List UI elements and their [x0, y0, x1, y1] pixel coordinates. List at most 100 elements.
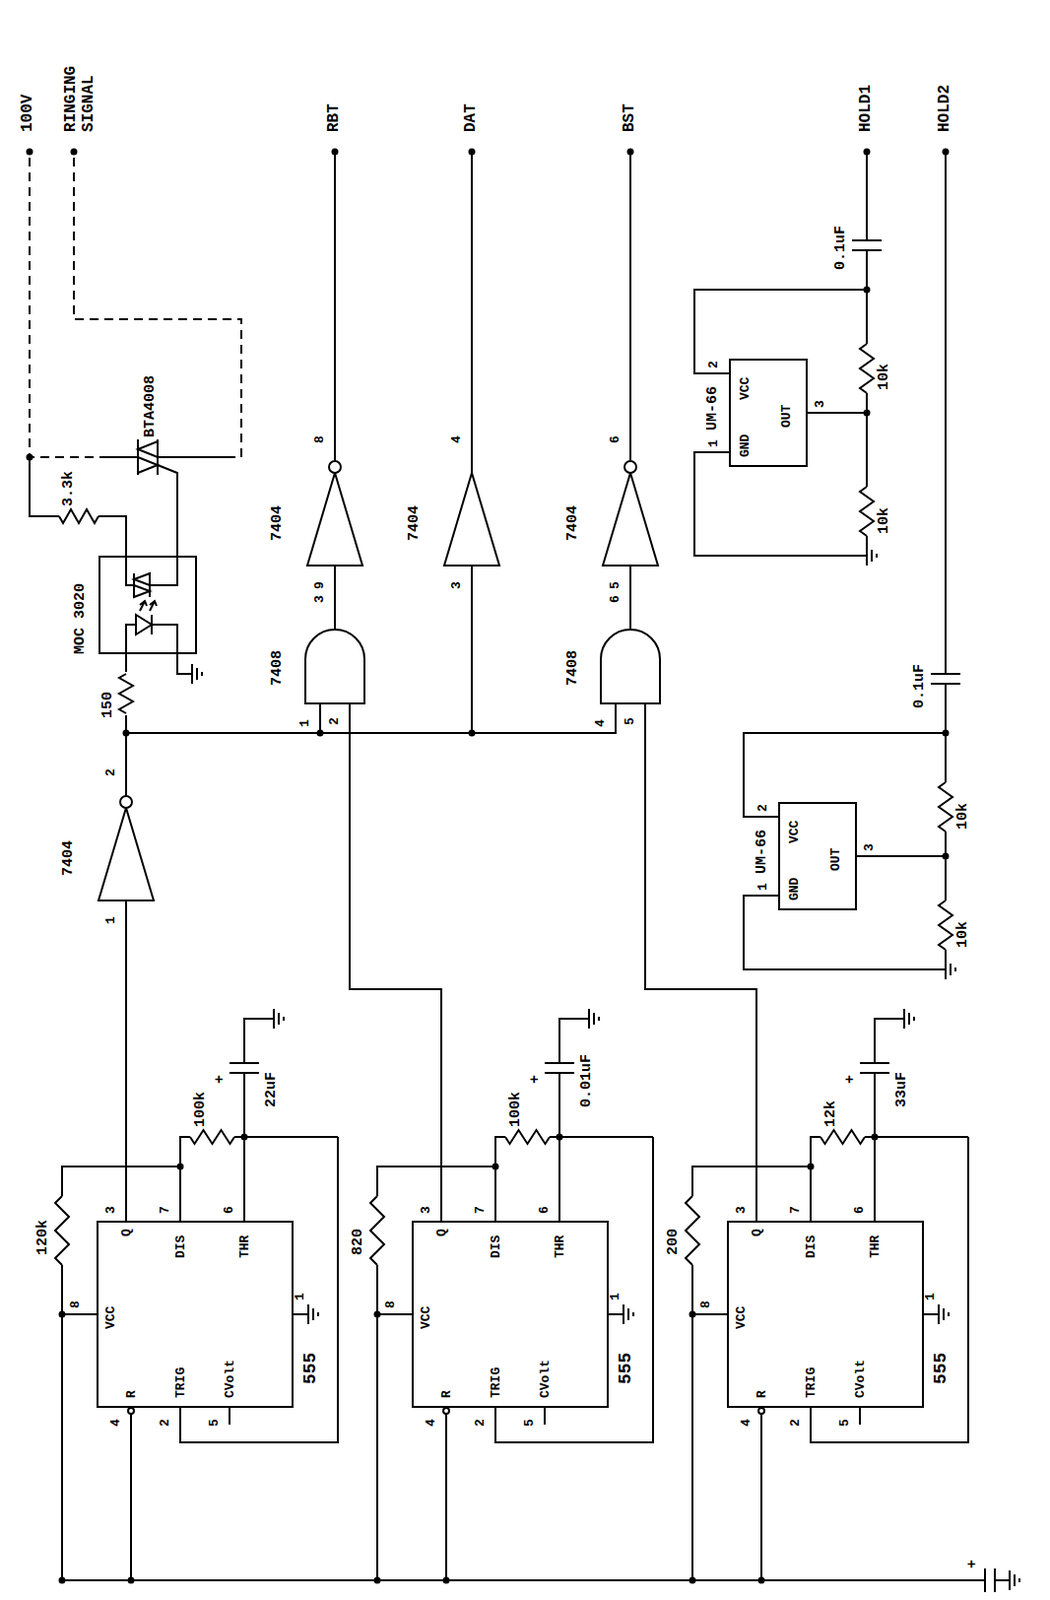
signal-name: DAT: [462, 103, 481, 132]
inversion-bubble: [328, 460, 341, 473]
wire: [994, 1578, 1010, 1581]
part-label: 7408: [269, 650, 287, 686]
resistor-symbol: [55, 1195, 69, 1265]
junction-dot: [26, 148, 34, 156]
signal-wire: [126, 713, 616, 783]
pin-name: R: [755, 1389, 770, 1398]
wire: [856, 854, 946, 857]
signal-wire: [176, 486, 179, 556]
pin-number: 4: [109, 1418, 124, 1427]
symbol-line: [139, 600, 147, 611]
wire: [930, 682, 961, 685]
symbol-line: [149, 555, 178, 586]
component-value: +: [965, 1559, 983, 1569]
junction-dot: [863, 148, 871, 156]
pin-number: 7: [158, 1205, 173, 1214]
pin-name: CVolt: [223, 1359, 238, 1398]
component-value: 33uF: [894, 1071, 912, 1108]
signal-name: RINGING SIGNAL: [63, 49, 98, 132]
wire: [282, 1016, 285, 1021]
pin-number: 4: [450, 435, 464, 444]
pin-number: 2: [158, 1418, 173, 1427]
resistor-symbol: [859, 486, 874, 536]
wire: [944, 831, 947, 901]
pin-number: 5: [207, 1418, 222, 1427]
component-value: 100k: [193, 1091, 210, 1127]
pin-name: THR: [553, 1235, 568, 1258]
pin-name: R: [440, 1389, 455, 1398]
wire: [62, 1166, 181, 1196]
resistor-symbol: [820, 1129, 865, 1144]
gate-triangle: [307, 472, 363, 566]
component-value: +: [843, 1074, 860, 1084]
wire: [558, 1072, 561, 1221]
wire: [293, 1312, 309, 1315]
melody-ic: GNDVCCOUTUM-66: [728, 358, 808, 467]
pin-name: VCC: [419, 1306, 434, 1329]
component-value: 10k: [955, 920, 973, 948]
wire: [865, 393, 868, 487]
inversion-bubble: [128, 1407, 134, 1414]
gate-body: [600, 629, 660, 704]
pin-name: VCC: [787, 820, 802, 844]
wire: [873, 1072, 876, 1221]
wire: [947, 1312, 950, 1316]
pin-number: 2: [473, 1418, 488, 1427]
wire: [228, 1407, 231, 1425]
signal-name: RBT: [326, 103, 344, 132]
wire: [317, 1312, 320, 1316]
wire: [180, 1136, 191, 1221]
component-value: 820: [350, 1228, 368, 1255]
pin-number: 1: [756, 882, 771, 891]
pin-name: OUT: [780, 404, 794, 428]
pin-name: DIS: [174, 1235, 189, 1258]
junction-dot: [492, 1163, 500, 1171]
symbol-line: [108, 456, 138, 459]
inversion-bubble: [120, 795, 132, 808]
resistor-ground-patch: [116, 671, 136, 716]
resistor-symbol: [190, 1129, 235, 1144]
wire: [694, 452, 867, 556]
pin-number: 4: [593, 719, 608, 727]
pin-number: 8: [699, 1300, 714, 1309]
wire: [1018, 1577, 1021, 1582]
symbol-line: [151, 624, 178, 655]
pin-name: Q: [120, 1228, 134, 1237]
wire: [870, 549, 873, 562]
optocoupler-body: [99, 556, 197, 654]
triac-triangle: [137, 441, 158, 458]
signal-name: HOLD2: [936, 84, 955, 132]
part-label: MOC 3020: [72, 583, 90, 655]
component-value: 120k: [35, 1219, 53, 1255]
resistor-symbol: [505, 1129, 550, 1144]
junction-dot: [468, 148, 476, 156]
symbol-line: [348, 703, 351, 714]
wire: [229, 1071, 260, 1074]
wire: [944, 151, 947, 674]
inverter-gate: 7404: [267, 447, 367, 576]
wire: [760, 1413, 763, 1580]
symbol-line: [333, 447, 336, 461]
pin-number: 5: [608, 581, 623, 590]
inverter-gate: 7404: [563, 447, 662, 576]
component-value: +: [212, 1074, 230, 1084]
wire: [944, 959, 947, 980]
wire: [272, 1008, 275, 1029]
wire: [807, 411, 867, 414]
pin-name: DIS: [804, 1235, 819, 1258]
wire: [954, 967, 957, 972]
wire: [177, 654, 193, 674]
symbol-line: [125, 900, 128, 911]
pin-number: 2: [328, 717, 342, 725]
pin-number: 4: [424, 1418, 439, 1427]
signal-wire: [349, 713, 442, 1221]
pin-number: 5: [838, 1418, 853, 1427]
part-label: 7404: [269, 505, 287, 541]
dashed-wire: [73, 151, 242, 458]
triac-triangle: [133, 573, 150, 586]
pin-number: 1: [923, 1292, 938, 1301]
wire: [875, 553, 878, 558]
signal-wire: [125, 910, 128, 1221]
junction-dot: [942, 853, 950, 860]
symbol-line: [614, 703, 617, 714]
